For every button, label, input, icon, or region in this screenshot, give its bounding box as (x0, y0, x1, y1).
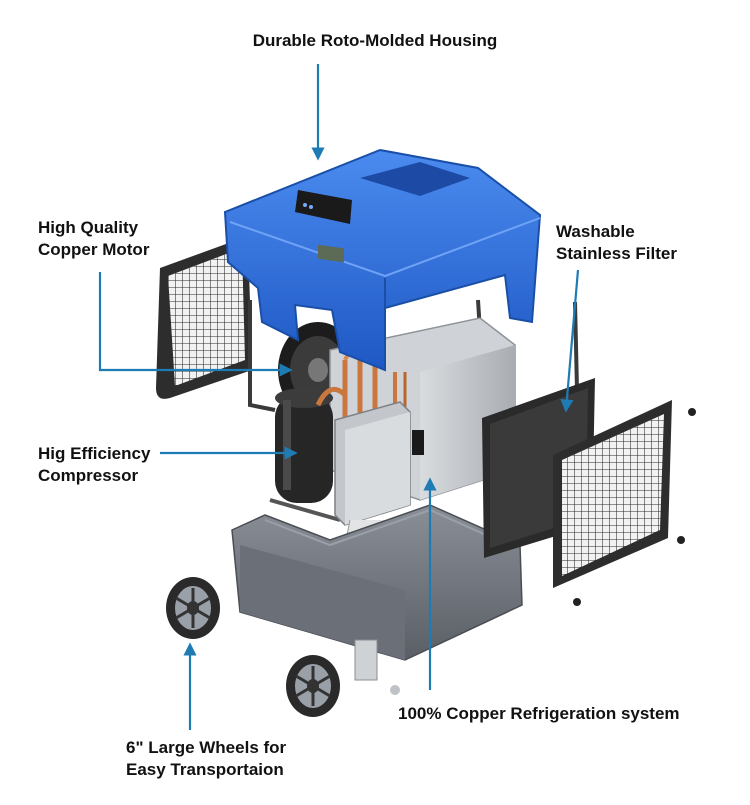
label-housing: Durable Roto-Molded Housing (0, 30, 750, 52)
label-copper-system-text: 100% Copper Refrigeration system (398, 704, 680, 723)
label-compressor-line1: Hig Efficiency (38, 444, 151, 463)
label-filter: Washable Stainless Filter (556, 221, 677, 265)
base-tray-icon (231, 504, 523, 681)
label-copper-system: 100% Copper Refrigeration system (398, 703, 680, 725)
label-motor-line1: High Quality (38, 218, 139, 237)
wheel-icon (166, 577, 220, 639)
side-grille-icon (156, 236, 252, 399)
control-panel-icon (295, 190, 352, 263)
label-wheels-line2: Easy Transportaion (126, 760, 284, 779)
label-compressor: Hig Efficiency Compressor (38, 443, 150, 487)
label-filter-line1: Washable (556, 222, 635, 241)
callout-motor-line (98, 272, 293, 377)
screw-icon (390, 408, 696, 695)
rear-grille-icon (553, 400, 672, 588)
label-compressor-line2: Compressor (38, 466, 139, 485)
label-wheels: 6" Large Wheels for Easy Transportaion (126, 737, 286, 781)
label-motor-line2: Copper Motor (38, 240, 150, 259)
wheel-icon (286, 655, 340, 717)
label-motor: High Quality Copper Motor (38, 217, 149, 261)
electrical-box-icon (334, 401, 424, 546)
compressor-icon (269, 386, 347, 522)
callout-filter-line (560, 269, 580, 413)
callout-lines (98, 64, 580, 730)
label-housing-text: Durable Roto-Molded Housing (252, 31, 498, 50)
label-filter-line2: Stainless Filter (556, 244, 677, 263)
label-wheels-line1: 6" Large Wheels for (126, 738, 287, 757)
